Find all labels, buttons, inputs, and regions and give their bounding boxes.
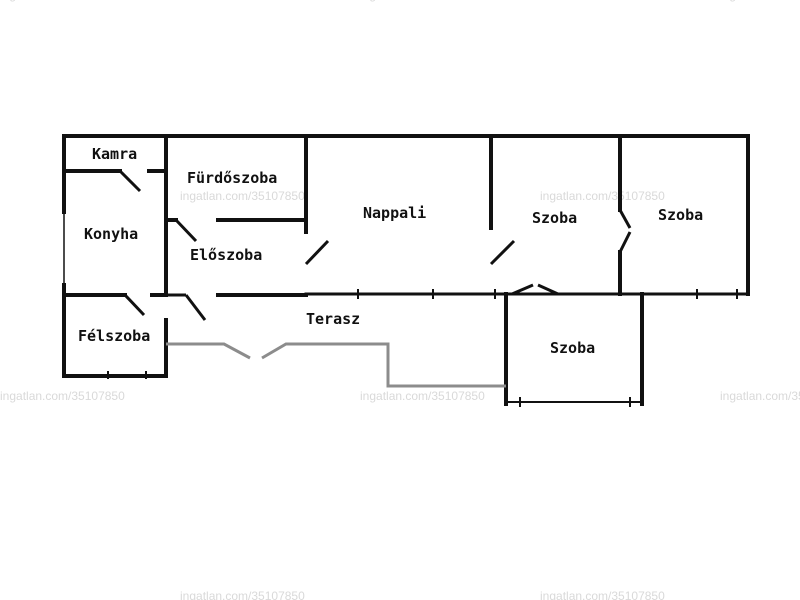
door-bathroom	[174, 218, 198, 243]
room-labels: Kamra Fürdőszoba Nappali Szoba Szoba Kon…	[78, 145, 703, 357]
door-szoba-2	[618, 209, 632, 229]
door-szoba-1	[489, 239, 516, 266]
room-label-szoba-1: Szoba	[532, 209, 577, 227]
watermark-mid-left: ingatlan.com/35107850	[0, 389, 125, 403]
room-label-szoba-3: Szoba	[550, 339, 595, 357]
room-label-eloszoba: Előszoba	[190, 246, 262, 264]
watermark-upper-left: ingatlan.com/35107850	[180, 189, 305, 203]
door-szoba-2-leaf	[618, 231, 632, 253]
room-label-konyha: Konyha	[84, 225, 138, 243]
watermark-top-left: ingatlan.com/35107850	[0, 0, 125, 2]
watermark-bottom-right: ingatlan.com/35107850	[540, 589, 665, 600]
room-label-felszoba: Félszoba	[78, 327, 150, 345]
door-terrace-leaf	[184, 294, 207, 321]
watermark-mid-right: ingatlan.com/35107850	[720, 389, 800, 403]
door-szoba-3-right	[537, 283, 559, 296]
walls	[62, 134, 750, 407]
watermark-mid-center: ingatlan.com/35107850	[360, 389, 485, 403]
door-kamra	[118, 169, 142, 193]
door-felszoba	[123, 293, 146, 317]
door-szoba-3-left	[511, 283, 534, 296]
doors	[118, 169, 632, 321]
room-label-terasz: Terasz	[306, 310, 360, 328]
door-nappali	[304, 239, 330, 266]
terrace-railing	[166, 342, 506, 388]
room-label-kamra: Kamra	[92, 145, 137, 163]
watermark-top-mid: ingatlan.com/35107850	[360, 0, 485, 2]
room-label-nappali: Nappali	[363, 204, 426, 222]
room-label-szoba-2: Szoba	[658, 206, 703, 224]
watermark-upper: ingatlan.com/35107850	[540, 189, 665, 203]
room-label-furdoszoba: Fürdőszoba	[187, 169, 277, 187]
watermark-top-right: ingatlan.com/35107850	[720, 0, 800, 2]
watermark-bottom-left: ingatlan.com/35107850	[180, 589, 305, 600]
